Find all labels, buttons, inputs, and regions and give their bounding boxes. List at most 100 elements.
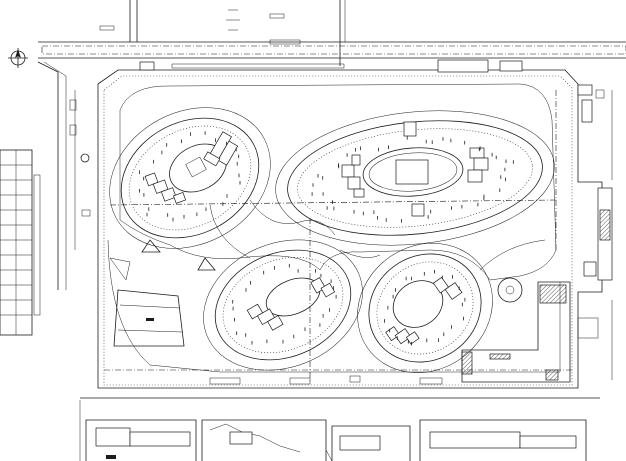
building-block: [267, 315, 284, 331]
south-road: [79, 375, 600, 461]
ellipse-boundary: [214, 249, 352, 361]
building-block: [203, 151, 221, 167]
section-block: [129, 431, 191, 447]
east-structures: [577, 84, 613, 380]
building-cluster: [467, 147, 489, 183]
garden-ellipse-southwest: [203, 239, 363, 371]
building-block: [353, 188, 365, 198]
section-block: [339, 435, 381, 451]
section-strips: [85, 419, 587, 461]
ellipse-boundary: [120, 117, 260, 239]
section-block: [95, 427, 131, 447]
building-cluster: [432, 276, 463, 300]
west-small-box: [69, 99, 77, 111]
east-small-building: [581, 99, 593, 123]
hatched-block: [461, 351, 473, 375]
building-cluster: [341, 154, 365, 198]
landscape-plaza: [107, 83, 561, 373]
southeast-building-outline: [461, 281, 571, 383]
ellipse-outer-loop: [109, 107, 271, 249]
ellipse-tree-ring: [376, 261, 474, 355]
west-road: [37, 61, 91, 290]
ellipse-outer-loop: [275, 110, 555, 246]
building-block: [341, 164, 355, 178]
site-setback-line: [103, 75, 573, 386]
path-curve: [479, 239, 546, 271]
north-fence: [171, 63, 345, 69]
south-gate: [349, 375, 361, 383]
section-label-mark: [106, 455, 116, 459]
section-strip-2: [201, 419, 327, 461]
building-block: [347, 176, 361, 190]
inner-court-pavilion: [185, 156, 207, 178]
plaza-outline: [119, 83, 557, 281]
landscape-triangle: [197, 257, 216, 271]
ellipse-boundary: [368, 253, 482, 363]
landscape-triangle: [109, 257, 131, 281]
west-marker-circle: [80, 153, 90, 163]
building-block: [173, 191, 187, 204]
hatched-block: [545, 369, 559, 381]
road-label-mark: [269, 39, 301, 45]
section-strip-1: [85, 419, 197, 461]
path-curve: [339, 249, 381, 258]
southwest-building: [109, 239, 216, 347]
road-label-mark: [269, 13, 285, 19]
building-block: [473, 157, 489, 171]
hatched-block: [489, 353, 511, 360]
roundabout-circle: [497, 277, 523, 303]
entrance-booth: [499, 60, 523, 72]
building-block: [403, 121, 417, 137]
building-cluster: [310, 277, 336, 298]
east-small-building: [595, 89, 605, 99]
building-block: [320, 282, 336, 298]
east-small-building: [583, 261, 597, 277]
hatched-block: [539, 284, 567, 304]
section-block: [519, 435, 577, 449]
west-road-edge-inner: [43, 61, 67, 290]
west-road-edge: [37, 61, 59, 290]
site-boundary: [97, 59, 603, 389]
gate-post: [139, 61, 155, 71]
ellipse-tree-ring: [128, 125, 252, 231]
top-road: [38, 0, 626, 66]
north-arrow-icon: [8, 48, 28, 68]
building-label-mark: [146, 318, 154, 321]
building-cluster: [203, 131, 239, 167]
building-block: [411, 203, 425, 217]
sidewalk-strip: [41, 45, 626, 55]
west-building-label-strip: [33, 174, 41, 316]
ellipse-outer-loop: [203, 239, 363, 371]
north-arrow-head: [15, 49, 21, 58]
ellipse-outer-loop: [357, 243, 493, 373]
building-cluster: [144, 172, 187, 204]
building-cluster: [246, 303, 284, 331]
building-block: [394, 328, 412, 345]
garden-ellipse-northwest: [109, 107, 271, 249]
building-line: [119, 304, 181, 309]
southwest-building-outline: [113, 289, 185, 347]
building-block: [432, 276, 449, 294]
inner-court-pavilion: [395, 159, 429, 185]
building-block: [444, 282, 463, 300]
east-small-building: [577, 84, 593, 96]
section-strip-4: [419, 419, 587, 461]
section-block: [429, 431, 521, 449]
ellipse-tree-ring: [222, 256, 344, 354]
plaza-outline-south: [107, 239, 561, 373]
building-block: [217, 140, 239, 166]
west-small-box: [81, 209, 91, 217]
section-strip-3: [331, 425, 411, 461]
entrance-pavilion: [437, 59, 489, 73]
building-block: [469, 147, 485, 159]
path-curve: [209, 204, 251, 259]
site-boundary-outline: [97, 69, 603, 389]
break-line: [325, 449, 333, 461]
tree-marks: [138, 131, 514, 346]
building-block: [160, 187, 177, 202]
east-small-building: [577, 317, 599, 339]
roundabout-center: [505, 285, 515, 295]
landscape-triangle: [141, 239, 161, 253]
ellipse-inner-court: [362, 147, 464, 197]
